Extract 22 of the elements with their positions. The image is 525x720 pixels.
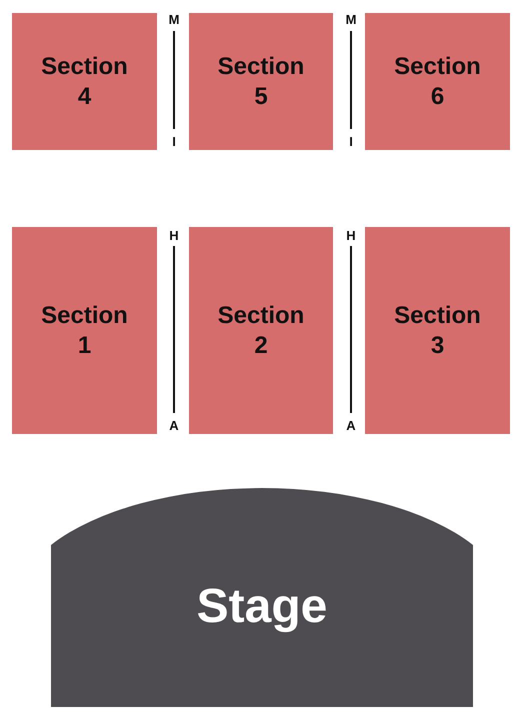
section-label: Section 6 <box>394 52 481 112</box>
stage-platform <box>51 488 473 707</box>
seating-section <box>365 13 510 150</box>
seating-section <box>189 227 333 434</box>
row-label: A <box>169 419 179 433</box>
row-label: M <box>346 13 356 27</box>
section-label: Section 5 <box>218 52 304 112</box>
stage-label: Stage <box>196 581 328 633</box>
row-label: H <box>169 229 179 243</box>
row-label: M <box>168 13 180 27</box>
seating-section <box>189 13 333 150</box>
section-label: Section 2 <box>218 300 304 360</box>
row-label: I <box>349 135 353 149</box>
seating-section <box>365 227 510 434</box>
section-label: Section 4 <box>41 52 128 112</box>
section-label: Section 3 <box>394 300 481 360</box>
row-label: H <box>346 229 356 243</box>
section-label: Section 1 <box>41 300 128 360</box>
row-label: I <box>172 135 176 149</box>
seating-section <box>12 13 157 150</box>
row-label: A <box>346 419 356 433</box>
seating-section <box>12 227 157 434</box>
